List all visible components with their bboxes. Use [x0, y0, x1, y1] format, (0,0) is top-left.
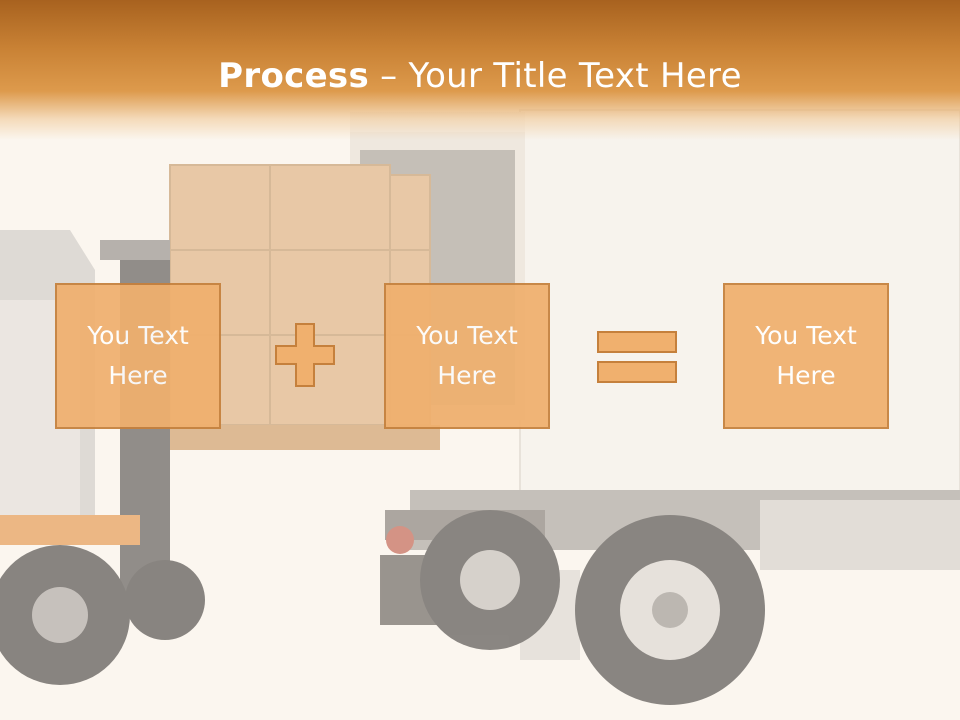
title-dash: – [369, 56, 409, 96]
title-bold: Process [218, 56, 370, 96]
text-box-3-label: You Text Here [755, 321, 857, 390]
title-rest: Your Title Text Here [408, 56, 742, 96]
text-box-1[interactable]: You Text Here [55, 283, 221, 429]
title-band [0, 0, 960, 140]
text-box-2[interactable]: You Text Here [384, 283, 550, 429]
text-box-2-label: You Text Here [416, 321, 518, 390]
plus-icon [275, 323, 335, 387]
equals-icon [597, 331, 677, 383]
slide-title: Process – Your Title Text Here [0, 52, 960, 100]
text-box-3[interactable]: You Text Here [723, 283, 889, 429]
text-box-1-label: You Text Here [87, 321, 189, 390]
